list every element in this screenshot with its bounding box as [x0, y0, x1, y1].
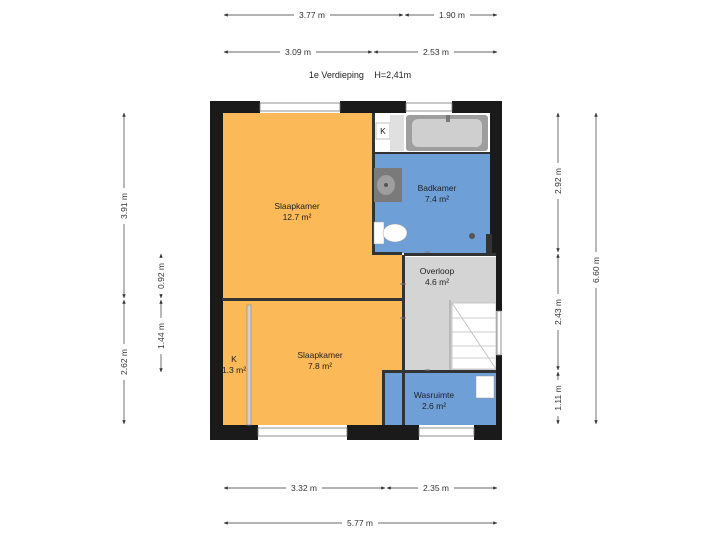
label-kast-bad: K: [380, 126, 386, 136]
walls: [210, 101, 502, 440]
dim-right1-b: 2.43 m: [553, 299, 563, 325]
room-slaapkamer-1: [222, 113, 372, 299]
dim-left2-b: 1.44 m: [156, 323, 166, 349]
label-kast: K: [231, 354, 237, 364]
dim-bot1-b: 2.35 m: [423, 483, 449, 493]
dim-right1-c: 1.11 m: [553, 385, 563, 410]
dim-top2-b: 2.53 m: [423, 47, 449, 57]
room-slaapkamer-1-ext: [372, 255, 402, 299]
label-overloop: Overloop: [420, 266, 455, 276]
toilet-icon: [373, 221, 408, 245]
room-slaapkamer-2: [250, 301, 403, 425]
dim-left2-a: 0.92 m: [156, 263, 166, 289]
dim-right2: 6.60 m: [591, 257, 601, 283]
area-badkamer: 7.4 m²: [425, 194, 449, 204]
windows: [257, 102, 502, 437]
drain-icon: [469, 233, 475, 239]
room-kast: [222, 301, 250, 425]
washing-machine: [475, 375, 495, 399]
label-slaapkamer-1: Slaapkamer: [274, 201, 320, 211]
dim-bot1-a: 3.32 m: [291, 483, 317, 493]
dim-top1-a: 3.77 m: [299, 10, 325, 20]
internal-walls: [222, 113, 496, 425]
dimension-labels: 3.77 m 1.90 m 3.09 m 2.53 m 3.32 m 2.35 …: [118, 9, 602, 529]
bathtub-icon: [406, 115, 488, 151]
staircase: [451, 302, 497, 370]
dim-left1-a: 3.91 m: [119, 193, 129, 219]
area-kast: 1.3 m²: [222, 365, 246, 375]
floor-title: 1e Verdieping H=2,41m: [0, 70, 720, 80]
label-badkamer: Badkamer: [418, 183, 457, 193]
dim-bot2: 5.77 m: [347, 518, 373, 528]
floor-label: 1e Verdieping: [308, 70, 364, 80]
dim-left1-b: 2.62 m: [119, 349, 129, 375]
label-wasruimte: Wasruimte: [414, 390, 455, 400]
area-overloop: 4.6 m²: [425, 277, 449, 287]
area-slaapkamer-2: 7.8 m²: [308, 361, 332, 371]
area-slaapkamer-1: 12.7 m²: [283, 212, 312, 222]
area-wasruimte: 2.6 m²: [422, 401, 446, 411]
dim-right1-a: 2.92 m: [553, 168, 563, 194]
label-slaapkamer-2: Slaapkamer: [297, 350, 343, 360]
sliding-door: [246, 304, 252, 426]
door-ticks: [400, 251, 430, 371]
height-label: H=2,41m: [374, 70, 412, 80]
dim-top2-a: 3.09 m: [285, 47, 311, 57]
dim-top1-b: 1.90 m: [439, 10, 465, 20]
sink-icon: [374, 168, 402, 202]
bathroom-closet: [390, 115, 404, 151]
radiator: [486, 234, 492, 254]
